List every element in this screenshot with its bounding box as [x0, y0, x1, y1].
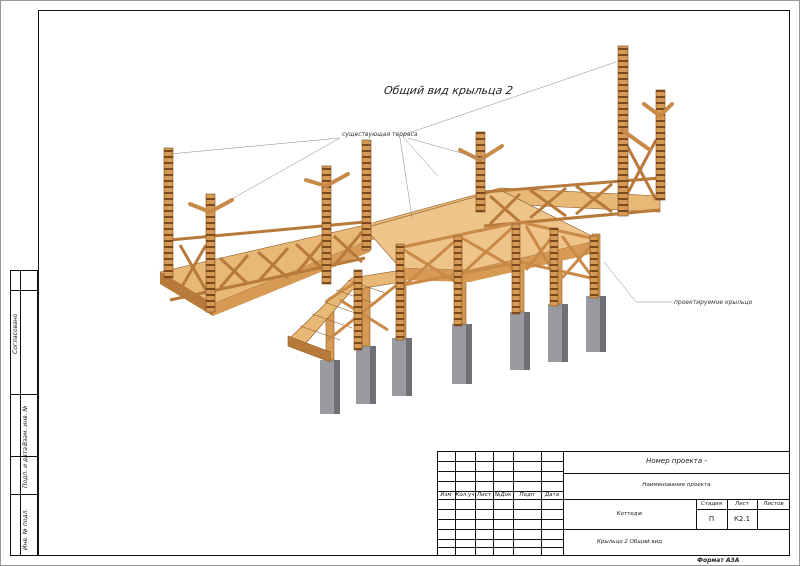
- paper-format: Формат А3А: [697, 557, 740, 564]
- sheet-title: Крыльцо 2 Общий вид: [596, 539, 663, 545]
- callout-leaders: [169, 61, 672, 303]
- side-stamp: Согласовано Взам. инв. № Подп. и дата Ин…: [10, 270, 38, 556]
- drawing-frame: [38, 10, 790, 556]
- stage-label: Стадия: [700, 501, 723, 507]
- porch-stairs: [287, 269, 403, 363]
- header-count: Кол.уч: [455, 492, 475, 498]
- header-change: Изм: [440, 492, 452, 498]
- header-sheet: Лист: [477, 492, 491, 498]
- sheet-value: К2.1: [733, 515, 751, 523]
- header-doc: №Док: [494, 492, 512, 498]
- header-date: Дата: [544, 492, 560, 498]
- stamp-inv-number: Инв. № подл.: [22, 508, 29, 550]
- stamp-sign-date: Подп. и дата: [22, 447, 29, 488]
- callout-designed-porch: проектируемое крыльцо: [674, 299, 753, 306]
- post-brackets: [188, 102, 674, 214]
- stage-value: П: [708, 515, 715, 523]
- title-block: Изм Кол.уч Лист №Док Подп Дата Номер про…: [437, 451, 790, 556]
- sheet-label: Лист: [735, 501, 749, 507]
- terrace-railing: [169, 220, 366, 302]
- stamp-replaces: Взам. инв. №: [22, 405, 29, 446]
- object-name: Коттедж: [616, 511, 643, 517]
- project-name: Наименование проекта: [642, 482, 711, 488]
- sheets-label: Листов: [763, 501, 784, 507]
- drawing-title: Общий вид крыльца 2: [383, 84, 514, 97]
- concrete-piers: [320, 296, 606, 414]
- project-number: Номер проекта -: [646, 457, 707, 465]
- callout-existing-terrace: существующая терраса: [342, 131, 418, 138]
- header-sign: Подп: [519, 492, 535, 498]
- stamp-agreed: Согласовано: [12, 313, 19, 354]
- terrace-railing-right: [483, 139, 661, 228]
